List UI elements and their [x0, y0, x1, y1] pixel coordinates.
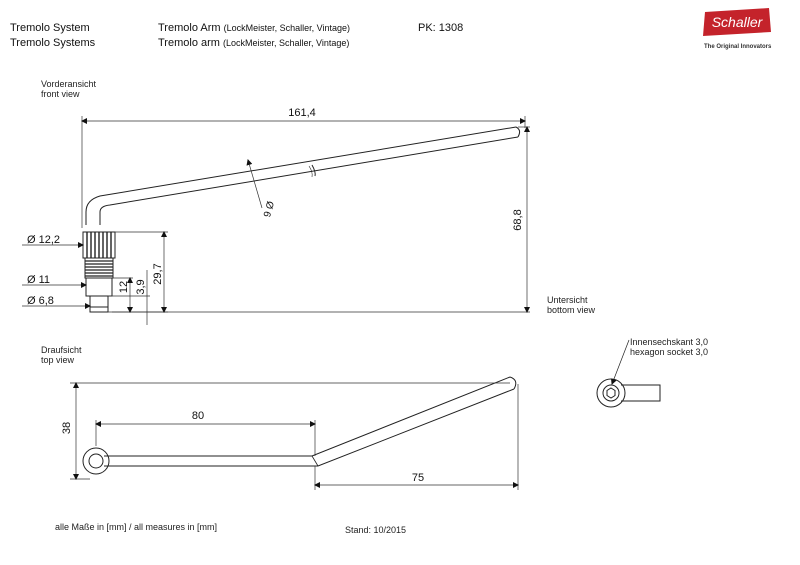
measures-note: alle Maße in [mm] / all measures in [mm]: [55, 522, 218, 532]
dim-top-80: 80: [192, 410, 204, 422]
arm-lower-edge: [99, 136, 519, 225]
dia-9-leader: [246, 159, 263, 209]
product-name-en: Tremolo arm: [158, 37, 220, 49]
part-number: PK: 1308: [418, 22, 464, 34]
dim-len-12: 12: [118, 281, 130, 293]
top-view-label-de: Draufsicht: [41, 345, 82, 355]
shaft-section: [85, 277, 113, 297]
thread-lines: [85, 260, 113, 277]
front-view-label-de: Vorderansicht: [41, 79, 97, 89]
product-title-de: Tremolo Arm (LockMeister, Schaller, Vint…: [158, 21, 350, 35]
schaller-logo: Schaller: [703, 8, 771, 36]
dim-dia-small: Ø 6,8: [27, 295, 54, 307]
dim-arm-diameter: 9 Ø: [262, 200, 277, 219]
socket-inner-circle: [602, 384, 620, 402]
arm-tip: [515, 126, 521, 138]
arm-upper-edge: [85, 126, 517, 225]
hex-socket-label-de: Innensechskant 3,0: [630, 337, 709, 347]
product-note-de: (LockMeister, Schaller, Vintage): [223, 23, 351, 33]
front-view-dimensions: [22, 116, 530, 325]
front-view-body: [82, 231, 116, 313]
knurl-lines: [86, 232, 112, 258]
top-view-arm: [82, 376, 517, 475]
dim-len-3-9: 3,9: [135, 279, 147, 294]
top-arm-upper-edge: [104, 376, 511, 457]
logo-text: Schaller: [712, 14, 764, 30]
front-view-label-en: front view: [41, 89, 80, 99]
arm-section-line-2: [308, 165, 313, 178]
front-view-arm: [85, 126, 521, 225]
top-view-label-en: top view: [41, 355, 75, 365]
arm-section-line: [311, 164, 316, 177]
dim-top-38: 38: [61, 422, 73, 434]
hex-socket-label-en: hexagon socket 3,0: [630, 347, 709, 357]
dim-height: 68,8: [512, 209, 524, 230]
dim-len-29-7: 29,7: [152, 263, 164, 284]
top-arm-bend: [311, 455, 319, 467]
socket-leader: [611, 339, 630, 385]
top-arm-tip: [509, 376, 517, 390]
system-title-de: Tremolo System: [10, 22, 90, 34]
pivot-inner-circle: [88, 453, 104, 469]
socket-arm-stub: [621, 384, 661, 402]
system-title-en: Tremolo Systems: [10, 37, 96, 49]
dim-dia-mid: Ø 11: [27, 274, 50, 286]
top-view-dimensions: [70, 382, 519, 490]
pin-section: [89, 295, 109, 313]
brand-tagline: The Original Innovators: [704, 44, 772, 50]
product-title-en: Tremolo arm (LockMeister, Schaller, Vint…: [158, 36, 349, 50]
socket-outer-circle: [596, 378, 626, 408]
hex-socket-shape: [606, 387, 616, 399]
dim-top-75: 75: [412, 472, 424, 484]
product-note-en: (LockMeister, Schaller, Vintage): [223, 38, 350, 48]
revision-date: Stand: 10/2015: [345, 525, 407, 535]
hex-socket-detail: [596, 339, 661, 408]
dim-total-length: 161,4: [288, 107, 316, 119]
bottom-view-label-en: bottom view: [547, 305, 596, 315]
top-arm-lower-edge: [104, 388, 515, 467]
logo-background: [703, 8, 771, 36]
dim-dia-large: Ø 12,2: [27, 234, 60, 246]
bottom-view-label-de: Untersicht: [547, 295, 588, 305]
product-name-de: Tremolo Arm: [158, 22, 221, 34]
pivot-outer-circle: [82, 447, 110, 475]
